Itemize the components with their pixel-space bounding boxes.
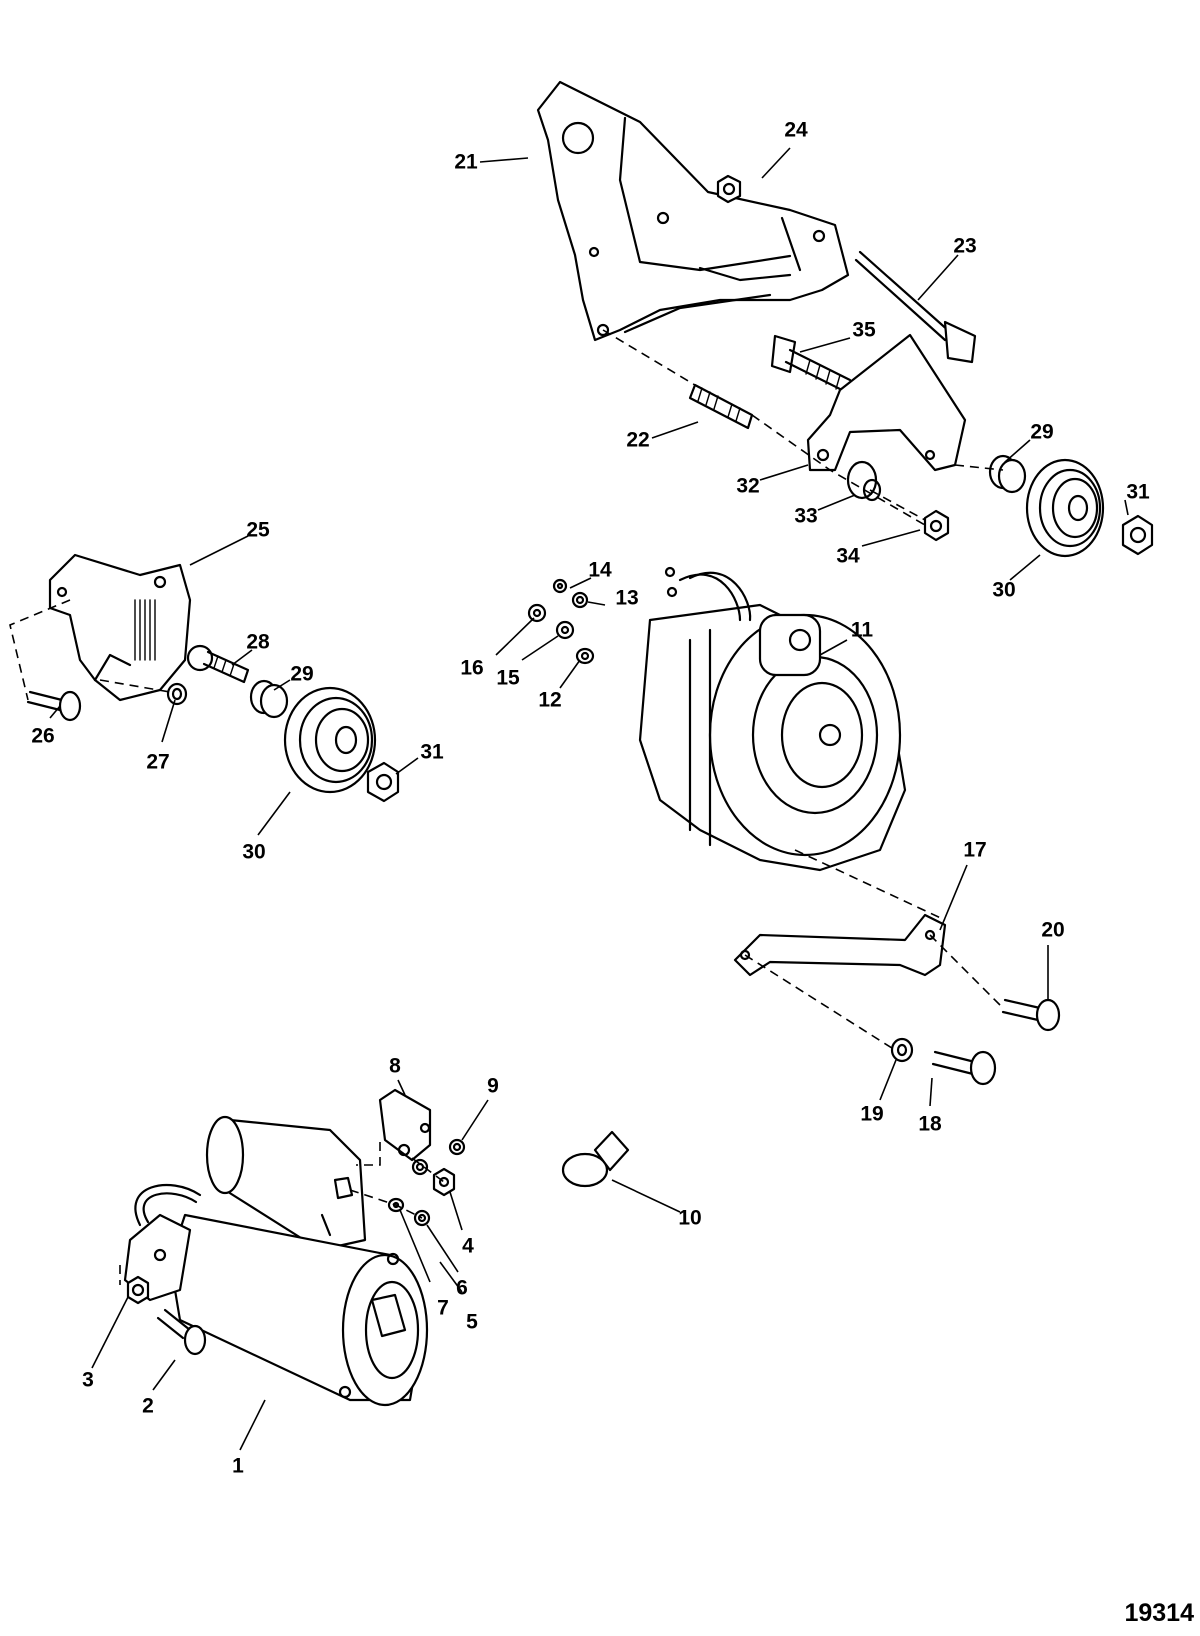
- nut-31-lower: [366, 761, 400, 803]
- nut-3: [126, 1275, 150, 1305]
- callout-33: 33: [794, 504, 818, 528]
- idler-bracket-32: [806, 333, 967, 472]
- callout-31-lower: 31: [420, 740, 444, 764]
- callout-10: 10: [678, 1206, 702, 1230]
- nut-24: [716, 174, 742, 204]
- washer-6: [411, 1158, 429, 1176]
- spacer-33: [846, 460, 882, 502]
- callout-22: 22: [626, 428, 650, 452]
- alternator-11: [638, 566, 907, 872]
- bolt-26: [26, 690, 82, 722]
- nut-9: [448, 1138, 466, 1156]
- left-bracket-25: [48, 553, 192, 702]
- callout-4: 4: [462, 1234, 474, 1258]
- callout-2: 2: [142, 1394, 154, 1418]
- callout-29-upper: 29: [1030, 420, 1054, 444]
- callout-18: 18: [918, 1112, 942, 1136]
- spacer-29-lower: [249, 679, 289, 719]
- callout-30-upper: 30: [992, 578, 1016, 602]
- callout-19: 19: [860, 1102, 884, 1126]
- callout-7: 7: [437, 1296, 449, 1320]
- bolt-35: [770, 334, 852, 394]
- washer-19: [890, 1037, 914, 1063]
- nut-14: [552, 578, 568, 594]
- callout-24: 24: [784, 118, 808, 142]
- brace-17: [733, 913, 947, 977]
- pulley-30-upper: [1025, 458, 1105, 558]
- upper-mounting-bracket: [536, 80, 850, 342]
- callout-29-lower: 29: [290, 662, 314, 686]
- bolt-20: [1001, 998, 1061, 1032]
- callout-1: 1: [232, 1454, 244, 1478]
- nut-34: [923, 509, 950, 542]
- nut-16: [527, 603, 547, 623]
- nut-4: [432, 1167, 456, 1197]
- callout-14: 14: [588, 558, 612, 582]
- callout-34: 34: [836, 544, 860, 568]
- washer-27: [166, 682, 188, 706]
- callout-13: 13: [615, 586, 639, 610]
- callout-11: 11: [850, 618, 874, 642]
- callout-25: 25: [246, 518, 270, 542]
- washer-12: [575, 647, 595, 665]
- callout-27: 27: [146, 750, 170, 774]
- terminal-boot-10: [561, 1130, 630, 1188]
- solenoid-8: [378, 1088, 432, 1162]
- callout-32: 32: [736, 474, 760, 498]
- nut-31-upper: [1121, 514, 1154, 556]
- callout-17: 17: [963, 838, 987, 862]
- stud-28: [186, 644, 250, 684]
- callout-3: 3: [82, 1368, 94, 1392]
- pulley-30-lower: [283, 686, 377, 794]
- callout-20: 20: [1041, 918, 1065, 942]
- callout-6: 6: [456, 1276, 468, 1300]
- callout-8: 8: [389, 1054, 401, 1078]
- callout-16: 16: [460, 656, 484, 680]
- callout-12: 12: [538, 688, 562, 712]
- callout-23: 23: [953, 234, 977, 258]
- bolt-2: [156, 1308, 207, 1356]
- callout-26: 26: [31, 724, 55, 748]
- starter-motor-1: [123, 1115, 429, 1407]
- figure-number: 19314: [1124, 1599, 1194, 1627]
- spacer-29-upper: [988, 454, 1027, 494]
- nut-15: [555, 620, 575, 640]
- callout-35: 35: [852, 318, 876, 342]
- callout-15: 15: [496, 666, 520, 690]
- stud-22: [688, 383, 754, 430]
- callout-30-lower: 30: [242, 840, 266, 864]
- callout-5: 5: [466, 1310, 478, 1334]
- bolt-18: [931, 1050, 997, 1086]
- bolt-23: [854, 250, 977, 364]
- callout-28: 28: [246, 630, 270, 654]
- assembly-center-lines: [9, 329, 1004, 1285]
- callout-31-upper: 31: [1126, 480, 1150, 504]
- callout-9: 9: [487, 1074, 499, 1098]
- callout-21: 21: [454, 150, 478, 174]
- nut-13: [571, 591, 589, 609]
- callout-leader-lines: [49, 147, 1129, 1451]
